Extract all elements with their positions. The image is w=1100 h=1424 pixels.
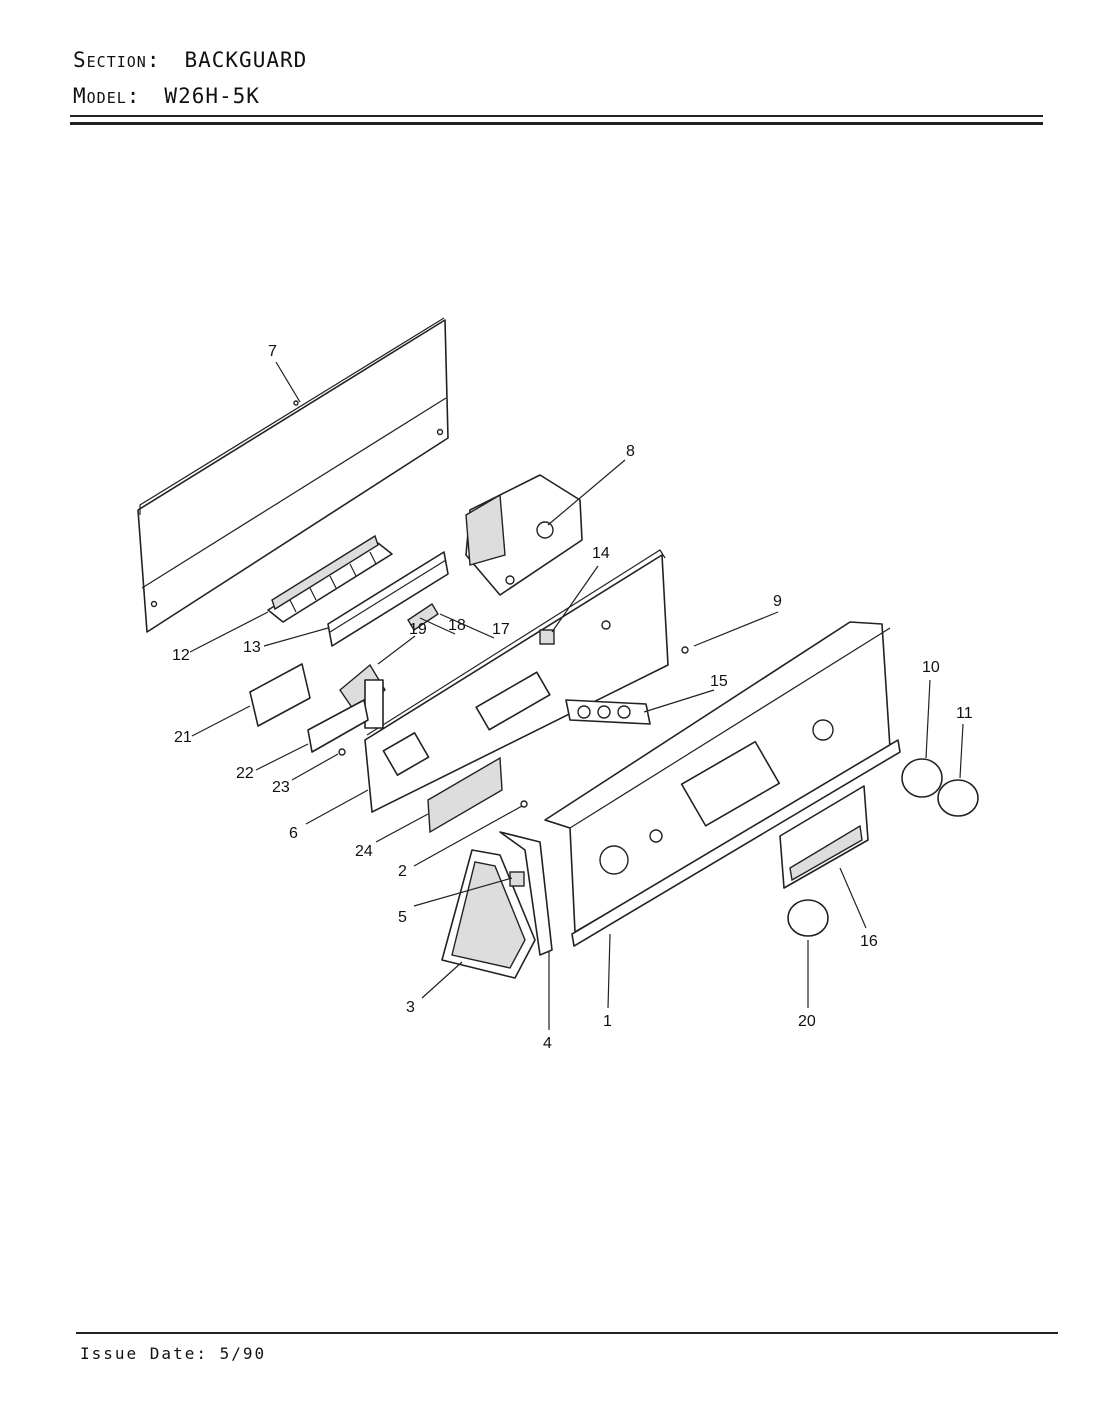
- part-3-end-cap: [441, 849, 536, 979]
- callout-10: 10: [922, 659, 940, 676]
- callout-2: 2: [398, 863, 407, 880]
- part-9-screw: [681, 646, 689, 654]
- callout-22: 22: [236, 765, 254, 782]
- footer-rule: [76, 1332, 1058, 1334]
- part-7-rear-panel: [137, 317, 449, 633]
- part-8-timer: [465, 474, 583, 596]
- part-23-screw: [338, 748, 346, 756]
- callout-15: 15: [710, 673, 728, 690]
- callout-8: 8: [626, 443, 635, 460]
- part-5-clip: [509, 871, 525, 887]
- callout-23: 23: [272, 779, 290, 796]
- part-16-lens: [779, 785, 869, 889]
- part-11-knob: [937, 779, 979, 817]
- part-24-window: [427, 756, 503, 834]
- part-20-knob: [787, 899, 829, 937]
- callout-20: 20: [798, 1013, 816, 1030]
- part-4-trim: [499, 831, 553, 956]
- callout-12: 12: [172, 647, 190, 664]
- header-rule-bottom: [70, 122, 1043, 125]
- callout-17: 17: [492, 621, 510, 638]
- part-15-button-insert: [565, 699, 651, 725]
- section-heading: Section: BACKGUARD: [73, 48, 307, 72]
- header-rule-top: [70, 115, 1043, 117]
- callout-14: 14: [592, 545, 610, 562]
- callout-11: 11: [956, 705, 973, 722]
- part-18-spring: [407, 603, 439, 631]
- issue-date: Issue Date: 5/90: [80, 1344, 267, 1363]
- callout-3: 3: [406, 999, 415, 1016]
- part-22-bracket: [307, 699, 369, 753]
- callout-5: 5: [398, 909, 407, 926]
- part-1-front-backguard: [544, 621, 901, 947]
- part-19-gear: [339, 663, 386, 729]
- leader-lines: [189, 361, 964, 1030]
- part-2-screw: [520, 800, 528, 808]
- callout-6: 6: [289, 825, 298, 842]
- callout-4: 4: [543, 1035, 552, 1052]
- part-10-skirt: [901, 758, 943, 798]
- part-12-switch-bank: [267, 534, 393, 623]
- model-heading: Model: W26H-5K: [73, 84, 260, 108]
- callout-7: 7: [268, 343, 277, 360]
- model-key: Model:: [73, 84, 141, 108]
- callout-13: 13: [243, 639, 261, 656]
- part-21-module: [249, 663, 311, 727]
- callout-19: 19: [409, 621, 427, 638]
- callout-21: 21: [174, 729, 192, 746]
- callout-18: 18: [448, 617, 466, 634]
- part-14-switch: [539, 629, 555, 645]
- callout-24: 24: [355, 843, 373, 860]
- section-value: BACKGUARD: [184, 48, 308, 72]
- callout-labels: 7 8 14 9 10 11 15 12 13 19 18 17 21 22 2…: [172, 343, 973, 1052]
- callout-9: 9: [773, 593, 782, 610]
- part-13-bracket: [327, 551, 449, 647]
- section-key: Section:: [73, 48, 161, 72]
- model-value: W26H-5K: [164, 84, 260, 108]
- callout-16: 16: [860, 933, 878, 950]
- callout-1: 1: [603, 1013, 612, 1030]
